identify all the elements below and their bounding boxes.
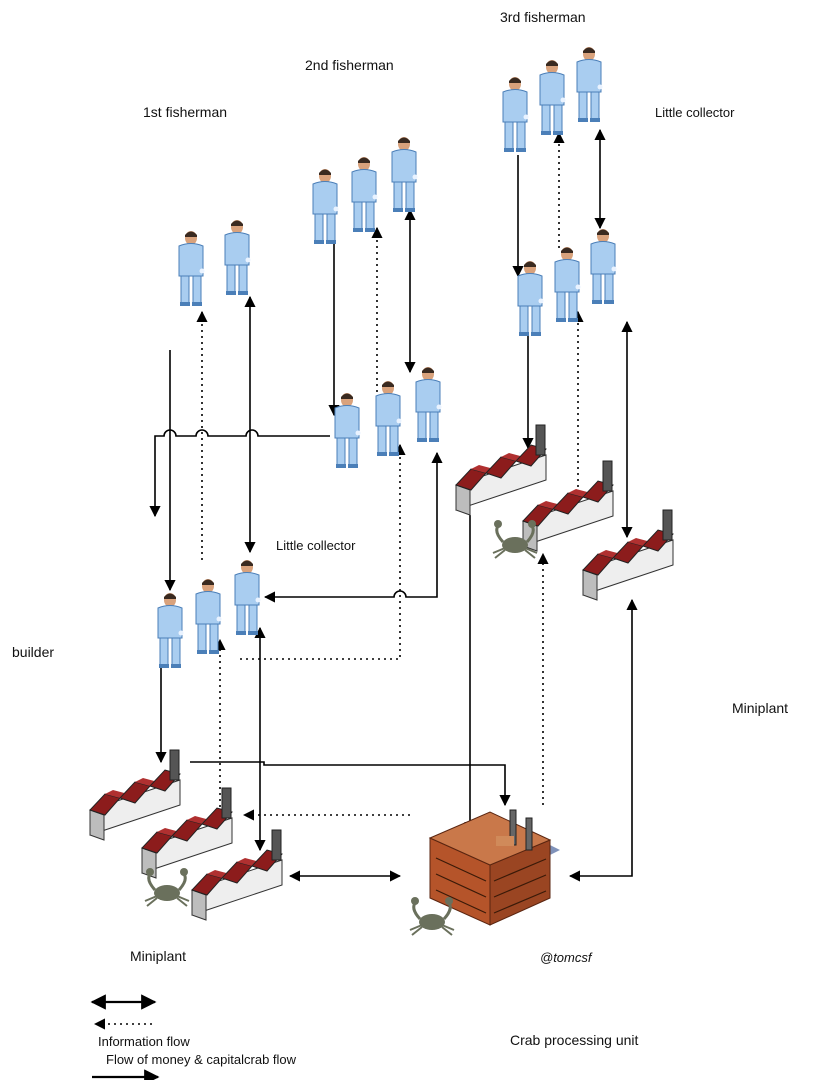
flow-factory-right — [568, 598, 638, 882]
person-icon — [234, 559, 261, 636]
crab-processing-unit-label: Crab processing unit — [510, 1032, 639, 1048]
legend-information-flow-label: Information flow — [98, 1034, 190, 1049]
little-collector-mid-label: Little collector — [276, 538, 356, 553]
third-fisherman-label: 3rd fisherman — [500, 9, 586, 25]
flow-2nd-to-builder — [149, 429, 330, 518]
crab-icon — [491, 518, 539, 560]
second-fisherman-group — [312, 136, 418, 245]
miniplant-left-label: Miniplant — [130, 948, 187, 964]
third-collector-group — [517, 228, 617, 337]
miniplant-icon — [89, 749, 181, 841]
person-icon — [224, 219, 251, 296]
legend-money-flow-label: Flow of money & capitalcrab flow — [106, 1052, 297, 1067]
person-icon — [351, 156, 378, 233]
flow-miniplant-to-factory — [190, 761, 511, 807]
first-fisherman-label: 1st fisherman — [143, 104, 228, 120]
person-icon — [312, 168, 339, 245]
right-miniplants — [455, 424, 674, 601]
person-icon — [157, 592, 184, 669]
miniplant-icon — [455, 424, 547, 516]
person-icon — [576, 46, 603, 123]
crab-icon — [408, 895, 456, 937]
flow-collector-to-mid — [263, 451, 443, 603]
person-icon — [590, 228, 617, 305]
information-flow-lines — [196, 131, 584, 825]
builder-group — [157, 559, 261, 669]
person-icon — [391, 136, 418, 213]
left-miniplants — [89, 749, 283, 921]
person-icon — [178, 230, 205, 307]
person-icon — [517, 260, 544, 337]
miniplant-icon — [582, 509, 674, 601]
factory-icon — [408, 809, 560, 937]
person-icon — [415, 366, 442, 443]
builder-label: builder — [12, 644, 55, 660]
crab-icon — [143, 866, 191, 908]
person-icon — [554, 246, 581, 323]
second-fisherman-label: 2nd fisherman — [305, 57, 394, 73]
miniplant-right-label: Miniplant — [732, 700, 789, 716]
person-icon — [334, 392, 361, 469]
person-icon — [375, 380, 402, 457]
legend — [90, 994, 160, 1080]
person-icon — [502, 76, 529, 153]
little-collector-top-label: Little collector — [655, 105, 735, 120]
third-fisherman-group — [502, 46, 603, 153]
money-capital-flow-lines — [149, 128, 638, 882]
second-collector-group — [334, 366, 442, 469]
credit-label: @tomcsf — [540, 950, 592, 965]
person-icon — [539, 59, 566, 136]
person-icon — [195, 578, 222, 655]
first-fisherman-group — [178, 219, 251, 307]
